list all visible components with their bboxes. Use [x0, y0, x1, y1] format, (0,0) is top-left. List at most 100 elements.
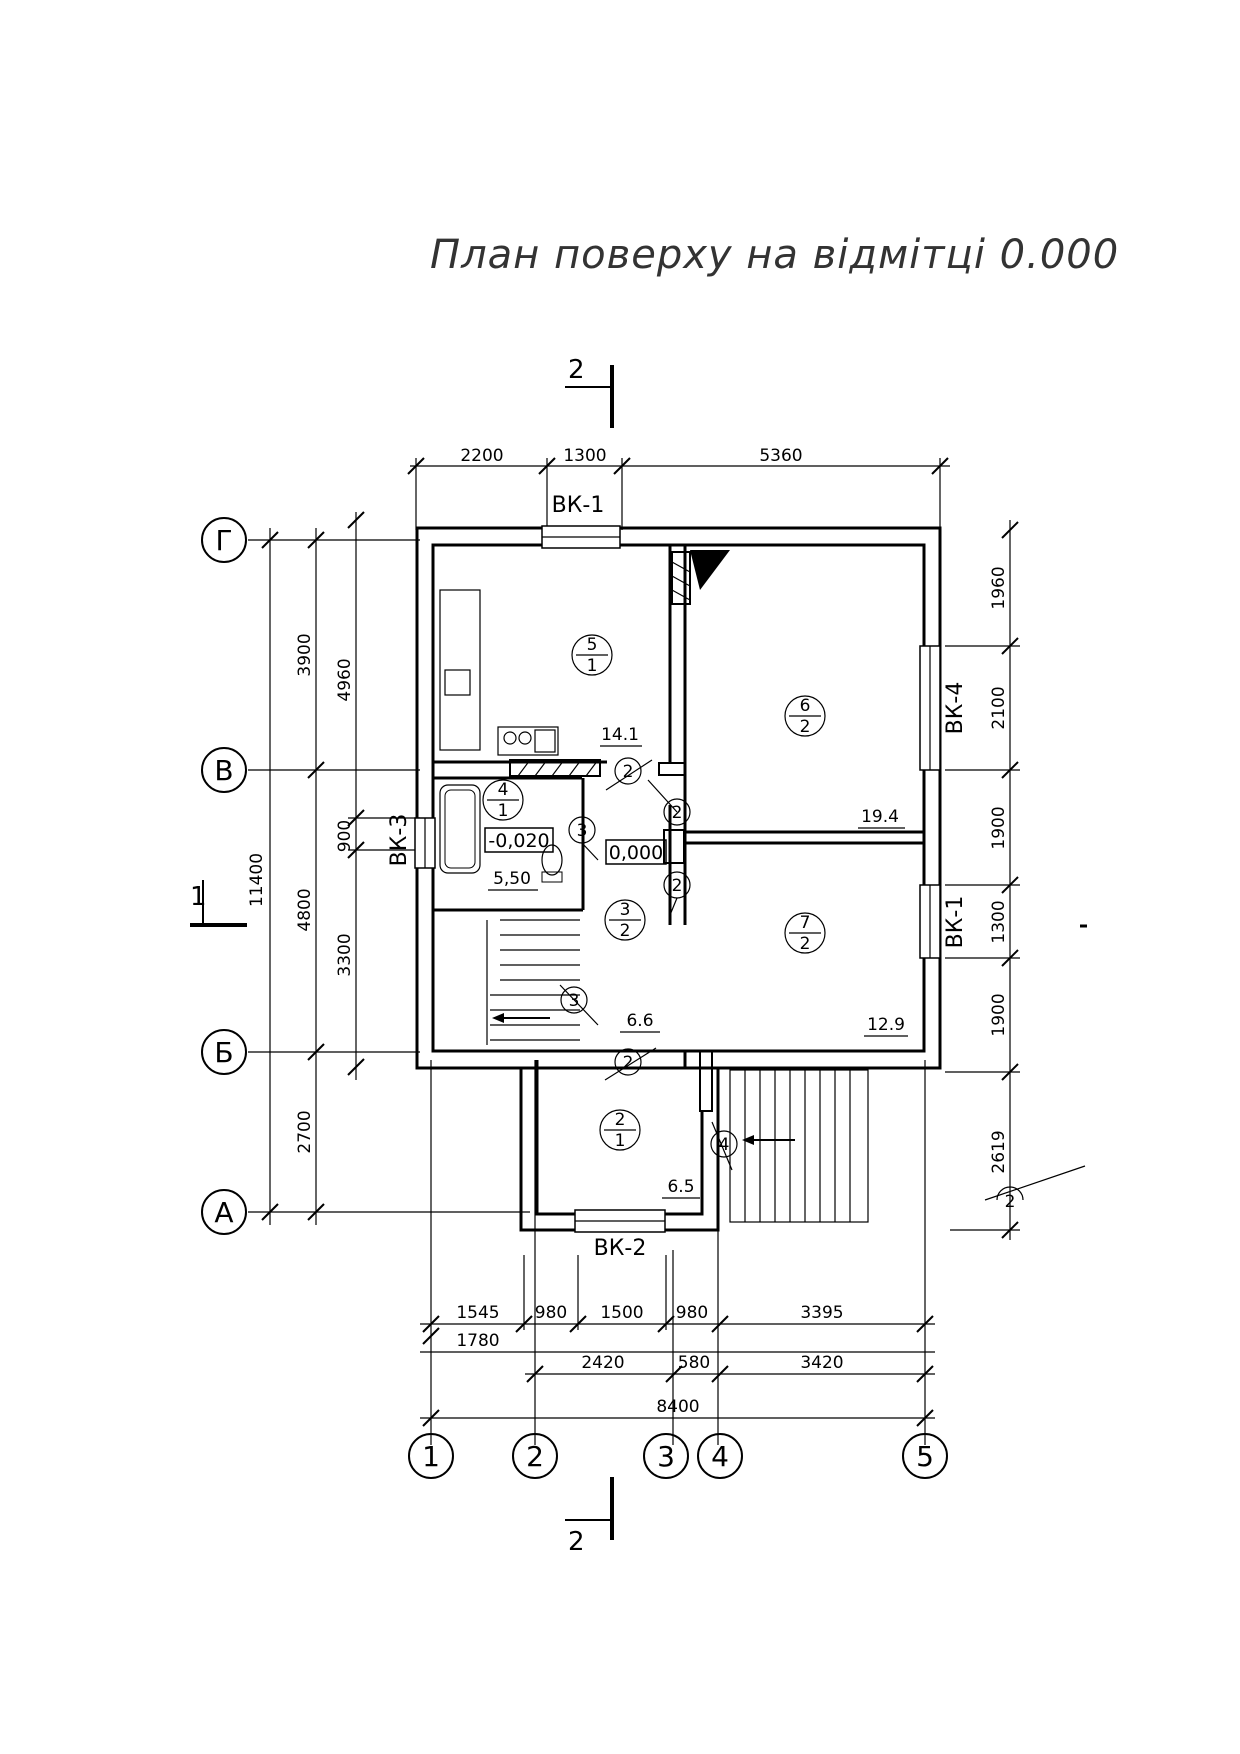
section-mark-bottom: 2: [565, 1477, 614, 1557]
door-mark-6-label: 3: [569, 991, 580, 1011]
dim-bottom1-3: 1500: [600, 1303, 643, 1323]
door-mark-5: 2: [604, 1047, 657, 1081]
room-3-area: 6.6: [626, 1011, 653, 1031]
room-4-number: 4: [498, 780, 509, 800]
axis-label-g: Г: [215, 524, 232, 557]
room-2-type: 1: [615, 1131, 626, 1151]
room-5: 5 1 14.1: [571, 634, 642, 747]
room-2: 2 1 6.5: [599, 1109, 700, 1199]
window-vk2-bottom: ВК-2: [574, 1209, 666, 1261]
dim-right-6: 2619: [989, 1130, 1009, 1173]
room-4-type: 1: [498, 801, 509, 821]
dim-bottom2-1: 1780: [456, 1331, 499, 1351]
axis-label-4: 4: [711, 1440, 729, 1473]
window-vk3-left: ВК-3: [387, 814, 436, 869]
window-vk4-right: ВК-4: [919, 645, 968, 771]
dim-bottom2-4: 3420: [800, 1353, 843, 1373]
room-6-type: 2: [800, 717, 811, 737]
dim-bottom2-3: 580: [678, 1353, 710, 1373]
dim-left-inner-3: 3300: [335, 933, 355, 976]
window-vk1-top-label: ВК-1: [552, 493, 605, 518]
level-mark-bath: -0,020: [484, 827, 554, 853]
dim-bottom1-4: 980: [676, 1303, 708, 1323]
section-mark-left: 1: [190, 880, 247, 927]
door-mark-8-partial: 2: [984, 1165, 1086, 1212]
section-mark-bottom-label: 2: [568, 1527, 585, 1557]
axis-label-5: 5: [916, 1440, 934, 1473]
room-5-number: 5: [587, 635, 598, 655]
dimension-chain-top: 2200 1300 5360: [407, 446, 950, 530]
interior-stairs: [486, 919, 580, 1045]
dim-top-1: 2200: [460, 446, 503, 466]
door-mark-7-label: 4: [719, 1135, 730, 1155]
dim-left-inner-2: 900: [335, 820, 355, 852]
ventilation-hatch: [509, 759, 601, 777]
room-4-area: 5,50: [493, 869, 531, 889]
axis-label-3: 3: [657, 1440, 675, 1473]
door-mark-7: 4: [710, 1121, 738, 1171]
dimension-chain-left-inner: 4960 900 3300: [335, 511, 420, 1080]
section-mark-left-label: 1: [190, 882, 207, 912]
axis-bubble-1: 1: [408, 1433, 454, 1479]
dim-right-1: 1960: [989, 566, 1009, 609]
dim-top-3: 5360: [759, 446, 802, 466]
room-6: 6 2 19.4: [784, 695, 905, 829]
room-7-type: 2: [800, 934, 811, 954]
dim-bottom1-5: 3395: [800, 1303, 843, 1323]
axis-bubble-2: 2: [512, 1433, 558, 1479]
dim-bottom-total: 8400: [656, 1397, 699, 1417]
door-mark-3-label: 2: [672, 876, 683, 896]
dimension-chain-bottom-total: 8400: [420, 1397, 935, 1427]
axis-bubble-g: Г: [201, 517, 247, 563]
door-mark-6: 3: [559, 984, 599, 1026]
window-vk3-left-label: ВК-3: [387, 814, 412, 867]
window-vk1-right: ВК-1: [919, 884, 968, 959]
room-5-area: 14.1: [601, 725, 639, 745]
section-mark-top-label: 2: [568, 355, 585, 385]
room-7-area: 12.9: [867, 1015, 905, 1035]
exterior-stairs: [729, 1069, 869, 1223]
door-mark-2-label: 2: [672, 803, 683, 823]
axis-label-1: 1: [422, 1440, 440, 1473]
dim-right-3: 1900: [989, 806, 1009, 849]
dim-left-middle-3: 2700: [295, 1110, 315, 1153]
chimney-hatch: [671, 550, 730, 605]
dim-right-4: 1300: [989, 900, 1009, 943]
dimension-chain-bottom-3: 2420 580 3420: [525, 1353, 935, 1383]
level-mark-bath-value: -0,020: [488, 830, 549, 852]
axis-bubble-b: Б: [201, 1029, 247, 1075]
door-mark-5-label: 2: [623, 1053, 634, 1073]
dim-bottom1-1: 1545: [456, 1303, 499, 1323]
dimension-chain-left-outer: 11400: [247, 528, 279, 1225]
door-mark-2: 2: [647, 779, 691, 826]
axis-bubble-v: В: [201, 747, 247, 793]
level-mark-hall: 0,000: [605, 839, 667, 865]
dim-left-total: 11400: [247, 853, 267, 907]
window-vk2-bottom-label: ВК-2: [594, 1236, 647, 1261]
axis-bubble-4: 4: [697, 1433, 743, 1479]
exterior-walls: [415, 526, 942, 1232]
axis-bubble-3: 3: [643, 1433, 689, 1479]
room-3-number: 3: [620, 900, 631, 920]
dim-left-inner-1: 4960: [335, 658, 355, 701]
axis-label-2: 2: [526, 1440, 544, 1473]
dimension-chain-bottom-1: 1545 980 1500 980 3395: [420, 1255, 935, 1333]
door-mark-3: 2: [663, 871, 691, 916]
dim-top-2: 1300: [563, 446, 606, 466]
window-vk1-right-label: ВК-1: [943, 896, 968, 949]
room-7-number: 7: [800, 913, 811, 933]
dim-left-middle-1: 3900: [295, 633, 315, 676]
room-6-number: 6: [800, 696, 811, 716]
door-mark-4-label: 3: [577, 821, 588, 841]
kitchen-counter: [439, 589, 559, 756]
dim-bottom1-2: 980: [535, 1303, 567, 1323]
dim-bottom2-2: 2420: [581, 1353, 624, 1373]
door-mark-4: 3: [568, 816, 599, 861]
door-mark-1-label: 2: [623, 762, 634, 782]
level-mark-hall-value: 0,000: [609, 842, 663, 864]
axis-bubble-a: А: [201, 1189, 247, 1235]
dim-left-middle-2: 4800: [295, 888, 315, 931]
dimension-chain-left-middle: 3900 4800 2700: [295, 528, 325, 1225]
window-vk1-top: ВК-1: [541, 493, 621, 549]
